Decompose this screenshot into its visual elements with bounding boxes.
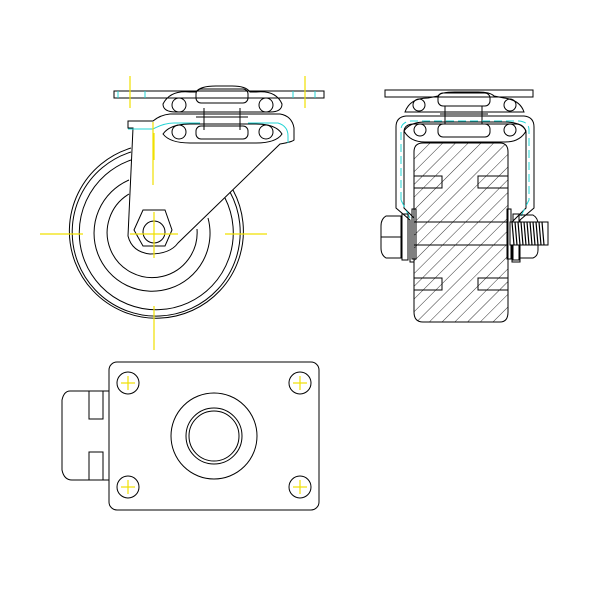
mounting-plate	[108, 361, 320, 511]
wheel	[68, 147, 244, 319]
top-plate-front	[384, 89, 534, 98]
wheel-section	[413, 142, 509, 323]
front-section-view	[380, 89, 549, 323]
swivel-housing	[170, 392, 258, 480]
nut	[518, 214, 539, 259]
swivel-bearing	[162, 85, 283, 144]
top-plan-view	[61, 361, 320, 511]
bolt-head	[380, 215, 402, 259]
side-view	[40, 76, 325, 350]
fork-bracket	[127, 113, 295, 255]
axle-nut	[133, 209, 173, 247]
fork-front	[395, 115, 535, 263]
wheel-protrusion	[61, 390, 109, 481]
swivel-bearing-front	[403, 91, 527, 143]
mounting-holes	[116, 371, 312, 499]
axle	[413, 221, 509, 246]
threaded-bolt-end	[509, 221, 549, 246]
top-plate	[113, 90, 325, 99]
